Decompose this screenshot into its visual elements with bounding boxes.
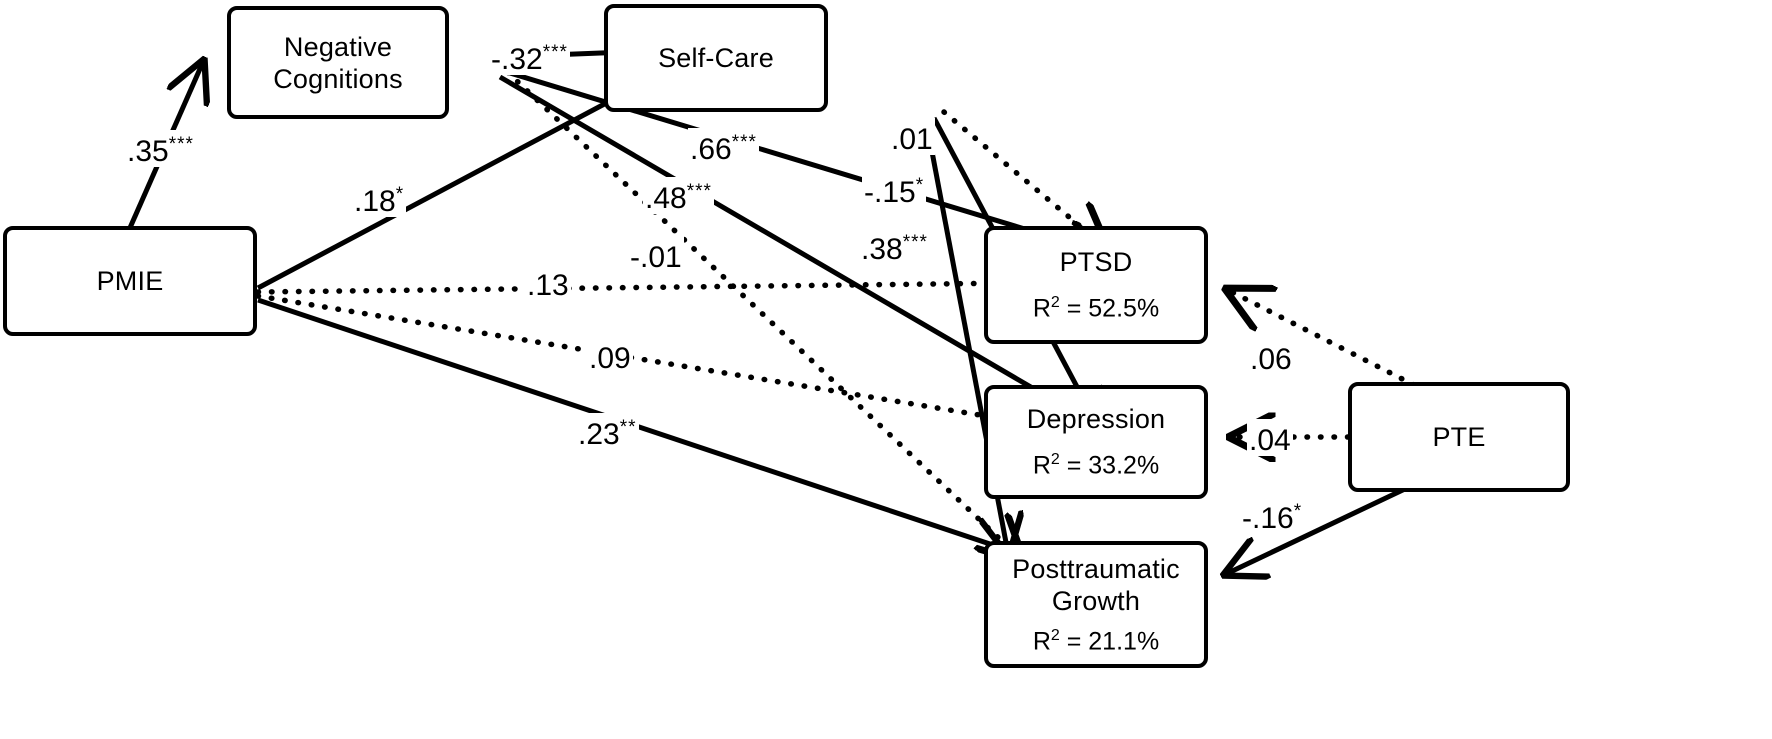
arrow-selfcare-to-ptsd: [941, 109, 1106, 248]
coef-value: -.16: [1242, 502, 1294, 535]
node-ptsd[interactable]: PTSD R2 = 52.5%: [984, 226, 1208, 344]
path-label-pte-ptg: -.16*: [1240, 497, 1305, 535]
arrow-negcog-to-ptsd: [499, 67, 1104, 253]
node-ptg-r2: R2 = 21.1%: [1033, 621, 1159, 656]
path-label-pmie-ptsd: .13: [525, 264, 571, 301]
coef-stars: *: [1293, 501, 1303, 522]
coef-stars: *: [395, 184, 405, 205]
coef-stars: ***: [731, 132, 757, 153]
coef-stars: ***: [686, 181, 712, 202]
path-label-pte-depression: .04: [1247, 419, 1293, 456]
coef-stars: **: [619, 417, 637, 438]
arrow-negcog-to-ptg: [495, 60, 1022, 560]
r2-equals: =: [1059, 294, 1089, 323]
path-label-pmie-negcog: .35***: [125, 130, 196, 167]
coef-stars: ***: [902, 232, 928, 253]
arrow-pmie-to-ptsd: [255, 282, 1102, 292]
node-negative-cognitions[interactable]: Negative Cognitions: [227, 6, 449, 119]
coef-value: -.32: [491, 43, 543, 76]
node-pmie[interactable]: PMIE: [3, 226, 257, 336]
node-pte[interactable]: PTE: [1348, 382, 1570, 492]
node-ptsd-label: PTSD: [1059, 247, 1133, 278]
node-self-care[interactable]: Self-Care: [604, 4, 828, 112]
coef-value: -.15: [864, 176, 916, 209]
node-ptg-label-line2: Growth: [1051, 585, 1141, 616]
node-ptsd-r2: R2 = 52.5%: [1033, 288, 1159, 323]
coef-stars: ***: [542, 42, 568, 63]
coef-value: .01: [891, 123, 933, 156]
node-negcog-label-line1: Negative: [283, 31, 393, 62]
path-label-selfcare-ptsd: .01: [889, 118, 935, 155]
arrow-negcog-to-depression: [498, 74, 1101, 428]
node-depression[interactable]: Depression R2 = 33.2%: [984, 385, 1208, 499]
arrow-pmie-to-ptg: [257, 297, 1104, 582]
coef-value: .38: [861, 233, 903, 266]
coef-value: .48: [645, 182, 687, 215]
node-pte-label: PTE: [1432, 422, 1486, 452]
path-label-pmie-selfcare: .18*: [352, 180, 407, 218]
coef-value: .04: [1249, 424, 1291, 457]
r2-equals: =: [1059, 627, 1089, 656]
path-label-pmie-ptg: .23**: [576, 413, 639, 450]
r2-exponent: 2: [1050, 626, 1060, 644]
node-depression-label: Depression: [1026, 404, 1166, 435]
path-label-negcog-selfcare: -.32***: [489, 38, 570, 75]
coef-stars: *: [915, 175, 925, 196]
coef-value: .23: [578, 418, 620, 451]
path-label-pmie-depression: .09: [587, 337, 633, 374]
r2-exponent: 2: [1050, 294, 1060, 312]
node-selfcare-label: Self-Care: [658, 43, 774, 73]
node-negcog-label-line2: Cognitions: [273, 63, 403, 94]
path-label-negcog-ptg: -.01: [628, 236, 684, 273]
coef-value: .35: [127, 135, 169, 168]
coef-value: .13: [527, 269, 569, 302]
node-depression-r2: R2 = 33.2%: [1033, 445, 1159, 480]
path-label-selfcare-ptg: .38***: [859, 228, 930, 265]
coef-value: .66: [690, 133, 732, 166]
r2-value: 21.1%: [1088, 627, 1160, 656]
node-ptg-label-line1: Posttraumatic: [1012, 553, 1180, 584]
r2-prefix: R: [1032, 294, 1051, 323]
path-label-pte-ptsd: .06: [1248, 338, 1294, 375]
path-arrows-dotted: [255, 60, 1513, 560]
coef-value: -.01: [630, 241, 682, 274]
path-arrows-solid: [115, 50, 1514, 582]
r2-exponent: 2: [1050, 451, 1060, 469]
coef-value: .09: [589, 342, 631, 375]
r2-prefix: R: [1032, 451, 1051, 480]
node-posttraumatic-growth[interactable]: Posttraumatic Growth R2 = 21.1%: [984, 541, 1208, 668]
node-pmie-label: PMIE: [96, 266, 164, 296]
coef-value: .06: [1250, 343, 1292, 376]
path-label-negcog-ptsd: .66***: [688, 128, 759, 165]
path-label-selfcare-depression: -.15*: [862, 171, 927, 209]
r2-prefix: R: [1032, 627, 1051, 656]
path-label-negcog-depression: .48***: [643, 177, 714, 214]
r2-value: 52.5%: [1088, 294, 1160, 323]
coef-stars: ***: [168, 134, 194, 155]
coef-value: .18: [354, 185, 396, 218]
r2-value: 33.2%: [1088, 451, 1160, 480]
r2-equals: =: [1059, 451, 1089, 480]
